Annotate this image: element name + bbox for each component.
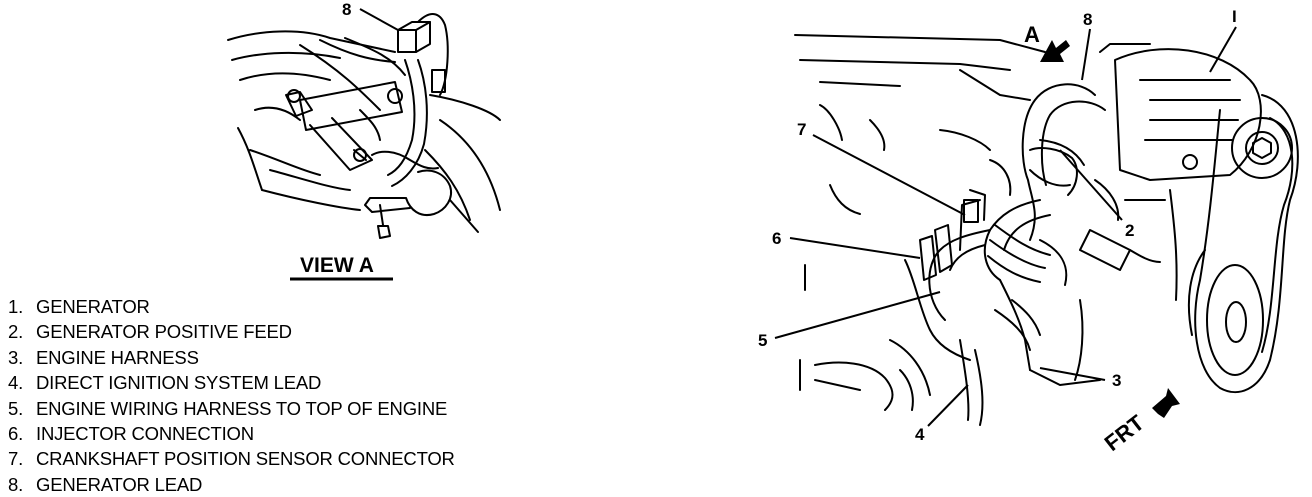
front-arrow [1152, 388, 1180, 418]
legend-item: 1. GENERATOR [8, 294, 455, 319]
legend-label: ENGINE HARNESS [36, 346, 199, 368]
legend-label: GENERATOR [36, 296, 150, 317]
legend-item: 2. GENERATOR POSITIVE FEED [8, 319, 455, 344]
legend-label: ENGINE WIRING HARNESS TO TOP OF ENGINE [36, 397, 448, 419]
legend-label: INJECTOR CONNECTION [36, 423, 254, 445]
legend-number: 8. [8, 473, 24, 495]
legend-number: 7. [8, 448, 24, 470]
callout-8: 8 [1083, 10, 1092, 29]
callout-7-leader [812, 134, 966, 216]
callout-6-leader [789, 237, 921, 259]
legend-label: DIRECT IGNITION SYSTEM LEAD [36, 372, 322, 394]
callout-4: 4 [915, 425, 925, 444]
callout-8-leader [1081, 28, 1091, 81]
legend-item: 6. INJECTOR CONNECTION [8, 421, 455, 446]
view-a-callout-8-leader [359, 8, 399, 31]
callout-4-leader [927, 384, 969, 427]
legend-item: 5. ENGINE WIRING HARNESS TO TOP OF ENGINE [8, 396, 455, 421]
legend-number: 2. [8, 321, 24, 343]
legend-number: 3. [8, 346, 24, 368]
view-a-callout-8: 8 [342, 0, 351, 19]
legend-number: 6. [8, 423, 24, 445]
main-engine-view [794, 34, 1299, 426]
legend-number: 1. [8, 296, 24, 317]
callout-3-leader [1039, 367, 1106, 381]
legend-label: GENERATOR POSITIVE FEED [36, 321, 292, 343]
callout-2-leader [1059, 149, 1123, 221]
front-arrow-label: FRT [1100, 410, 1150, 456]
legend-item: 3. ENGINE HARNESS [8, 345, 455, 370]
callout-2: 2 [1125, 221, 1134, 240]
callout-6: 6 [772, 229, 781, 248]
view-a-arrow-label: A [1024, 22, 1040, 47]
legend-label: CRANKSHAFT POSITION SENSOR CONNECTOR [36, 448, 455, 470]
legend-number: 4. [8, 372, 24, 394]
callout-7: 7 [797, 120, 806, 139]
callout-5: 5 [758, 331, 767, 350]
view-a-arrow [1040, 40, 1070, 62]
view-a-detail [227, 13, 501, 239]
view-a-title: VIEW A [300, 254, 374, 277]
legend-item: 4. DIRECT IGNITION SYSTEM LEAD [8, 370, 455, 395]
legend-item: 7. CRANKSHAFT POSITION SENSOR CONNECTOR [8, 446, 455, 471]
callout-1-leader [1209, 26, 1237, 73]
callout-3: 3 [1112, 371, 1121, 390]
legend-number: 5. [8, 397, 24, 419]
legend-label: GENERATOR LEAD [36, 473, 203, 495]
callout-1: I [1232, 7, 1237, 26]
legend-item: 8. GENERATOR LEAD [8, 472, 455, 497]
parts-legend: 1. GENERATOR 2. GENERATOR POSITIVE FEED 3.… [8, 294, 455, 497]
callout-5-leader [774, 291, 941, 339]
